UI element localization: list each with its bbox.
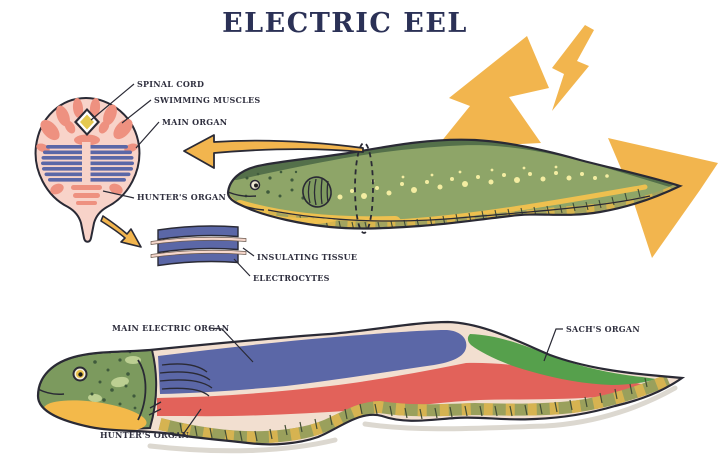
spinal-cord-diamond (74, 108, 100, 136)
sachs-organ-shape (467, 334, 656, 385)
label-main-electric-organ: MAIN ELECTRIC ORGAN (112, 323, 230, 333)
bottom-eel (36, 320, 686, 446)
label-swimming-muscles: SWIMMING MUSCLES (154, 95, 261, 105)
top-eel (226, 138, 683, 230)
hunters-organ-blobs (50, 183, 123, 205)
hunters-organ-shape (157, 362, 654, 417)
diagram-title: ELECTRIC EEL (222, 8, 468, 39)
label-spinal-cord: SPINAL CORD (137, 79, 205, 89)
label-hunters-organ-top: HUNTER'S ORGAN (137, 192, 227, 202)
electrocyte-stack (150, 225, 247, 267)
cross-section-marker (354, 142, 374, 234)
main-electric-organ-shape (158, 330, 467, 394)
top-eel-gill (302, 176, 332, 208)
label-main-organ: MAIN ORGAN (162, 117, 228, 127)
leader-lines (90, 83, 563, 437)
shadow (147, 385, 678, 454)
label-hunters-organ-bottom: HUNTER'S ORGAN (100, 430, 190, 440)
label-sachs-organ: SACH'S ORGAN (566, 324, 640, 334)
lightning-bolt-icon (436, 25, 718, 258)
top-eel-spots (337, 165, 609, 200)
cross-section-diagram (34, 96, 141, 243)
label-insulating-tissue: INSULATING TISSUE (257, 252, 358, 262)
label-electrocytes: ELECTROCYTES (253, 273, 330, 283)
arrow-left-icon (183, 134, 364, 169)
arrow-down-icon (100, 215, 142, 248)
